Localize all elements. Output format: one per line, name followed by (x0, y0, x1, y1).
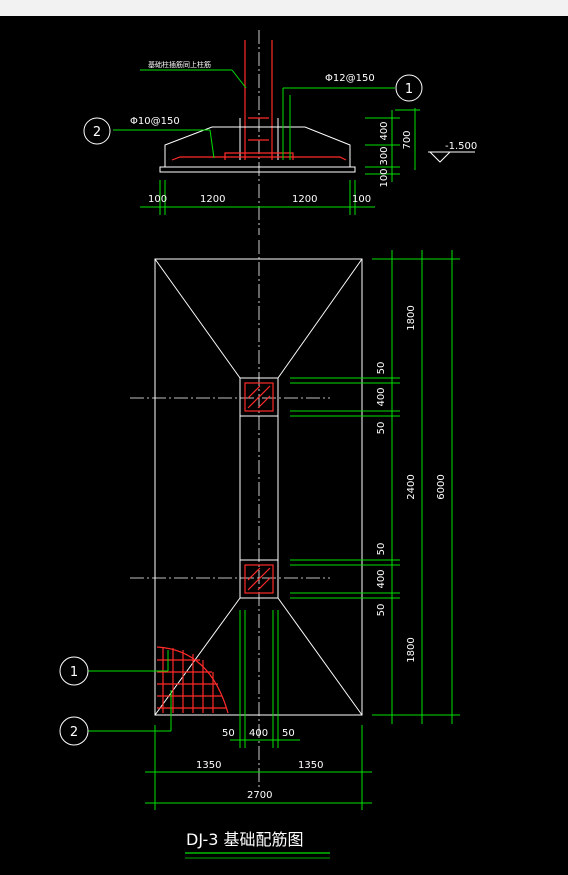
slope-line (154, 258, 241, 379)
window-top-bar (0, 0, 568, 16)
dim-1350-right: 1350 (298, 760, 323, 771)
drawing-title-block: DJ-3 基础配筋图 (185, 830, 330, 859)
dim-1200-left: 1200 (200, 194, 225, 205)
plan-callout-2-circle (59, 716, 89, 746)
slope-line (277, 258, 363, 379)
column-bottom (239, 559, 279, 599)
dim-50-b: 50 (376, 422, 387, 435)
footing-outline (164, 126, 351, 167)
dim-100-v: 100 (379, 168, 390, 187)
dim-2400: 2400 (406, 474, 417, 499)
plan-callout-1-label: 1 (70, 665, 78, 680)
callout-2-label: 2 (93, 125, 101, 140)
callout-1-circle (395, 74, 423, 102)
foundation-drawing: 基础柱插筋同上柱筋 Φ12@150 Φ10@150 1 2 400 300 10… (59, 30, 477, 859)
dim-1800-bottom: 1800 (406, 637, 417, 662)
drawing-title: DJ-3 基础配筋图 (186, 830, 304, 849)
dim-400-bm: 400 (249, 728, 268, 739)
dim-6000: 6000 (436, 474, 447, 499)
dim-50-d: 50 (376, 604, 387, 617)
callout-1-label: 1 (405, 82, 413, 97)
rebar2-leader (209, 129, 215, 159)
rebar1-label: Φ12@150 (325, 73, 375, 84)
section-view: 基础柱插筋同上柱筋 Φ12@150 Φ10@150 1 2 400 300 10… (83, 30, 477, 235)
column-hatch (247, 385, 261, 399)
blinding-layer (159, 166, 356, 173)
dim-300-v: 300 (379, 146, 390, 165)
column-hatch (247, 385, 271, 409)
elevation-label: -1.500 (445, 141, 477, 152)
dim-400-v: 400 (379, 121, 390, 140)
plan-callout-1-circle (59, 656, 89, 686)
dim-1350-left: 1350 (196, 760, 221, 771)
column-top-rebar (244, 382, 274, 412)
column-note-leader (231, 69, 247, 89)
plan-view: 1 2 1800 50 400 50 2400 50 400 50 1800 6… (59, 240, 460, 810)
dim-400-b: 400 (376, 569, 387, 588)
dim-400-a: 400 (376, 387, 387, 406)
plan-callout-2-label: 2 (70, 725, 78, 740)
column-hatch (257, 577, 271, 591)
starter-bars (224, 152, 294, 160)
dim-50-c: 50 (376, 543, 387, 556)
dim-50-a: 50 (376, 362, 387, 375)
column-top (239, 377, 279, 417)
footing-plan-outline (154, 258, 363, 716)
elevation-symbol (429, 151, 451, 163)
dim-700-v: 700 (402, 130, 413, 149)
dim-50-bl: 50 (222, 728, 235, 739)
dim-100-left: 100 (148, 194, 167, 205)
bottom-rebar (171, 156, 347, 161)
rebar2-label: Φ10@150 (130, 116, 180, 127)
dim-2700: 2700 (247, 790, 272, 801)
column-hatch (257, 395, 271, 409)
dim-1800-top: 1800 (406, 305, 417, 330)
slope-line (277, 597, 363, 716)
callout-2-circle (83, 117, 111, 145)
column-note: 基础柱插筋同上柱筋 (148, 60, 211, 69)
dim-1200-right: 1200 (292, 194, 317, 205)
mesh-boundary (156, 646, 229, 714)
column-bottom-rebar (244, 564, 274, 594)
dim-50-br: 50 (282, 728, 295, 739)
dim-100-right: 100 (352, 194, 371, 205)
column-hatch (247, 567, 261, 581)
column-hatch (247, 567, 271, 591)
